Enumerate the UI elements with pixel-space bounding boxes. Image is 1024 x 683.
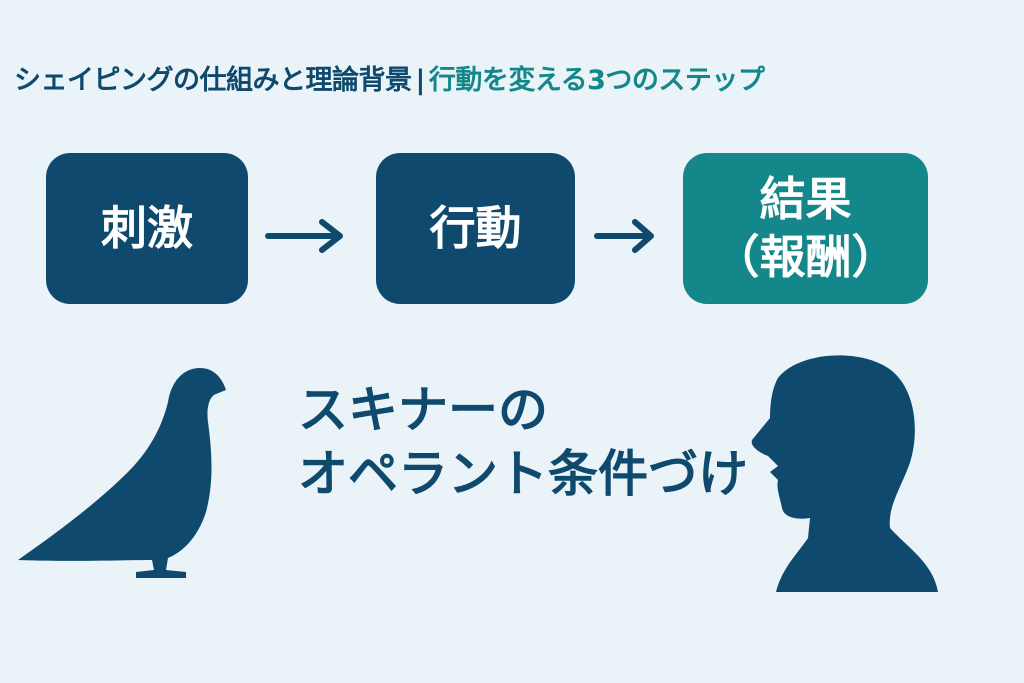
arrow-right-icon: [594, 219, 654, 253]
caption-line1: スキナーの: [298, 381, 548, 439]
title-main: シェイピングの仕組みと理論背景: [14, 65, 412, 96]
result-label: 結果: [759, 172, 852, 226]
pigeon-icon: [18, 368, 226, 578]
stimulus-box: 刺激: [46, 153, 248, 304]
reward-label: （報酬）: [713, 229, 898, 284]
human-head-icon: [751, 355, 938, 592]
caption-line2: オペラント条件づけ: [298, 445, 748, 503]
stimulus-label: 刺激: [101, 200, 193, 255]
title-subtitle: 行動を変える3つのステップ: [428, 65, 765, 96]
title-separator: |: [415, 65, 426, 96]
skinner-caption: スキナーの オペラント条件づけ: [298, 378, 748, 506]
behavior-label: 行動: [429, 200, 522, 255]
result-box: 結果 （報酬）: [683, 153, 928, 304]
arrow-right-icon: [265, 219, 343, 253]
behavior-box: 行動: [376, 153, 575, 304]
page-title: シェイピングの仕組みと理論背景|行動を変える3つのステップ: [14, 58, 765, 97]
